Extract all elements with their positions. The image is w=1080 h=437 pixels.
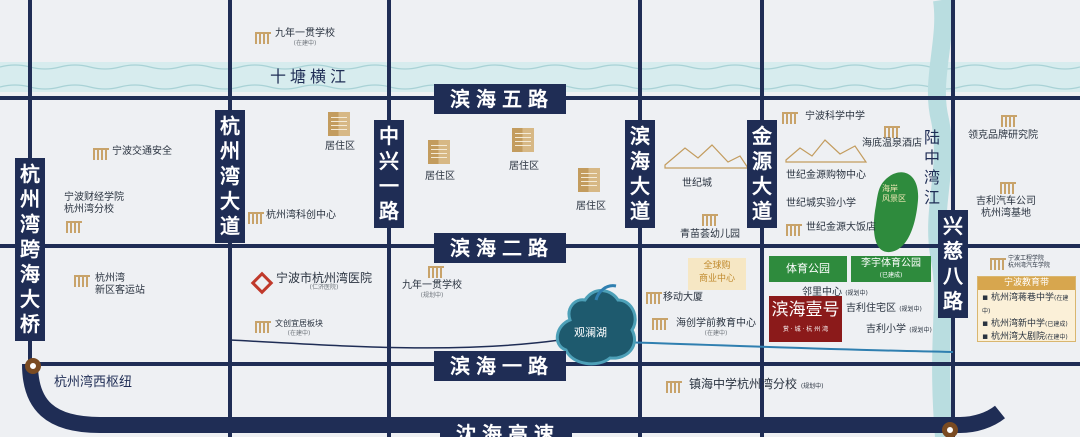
education-belt-title: 宁波教育带 — [978, 277, 1075, 290]
school-icon — [990, 258, 1006, 270]
school-icon — [255, 32, 271, 44]
poi-lake: 观澜湖 — [574, 326, 607, 339]
poi-hzw-innovation: 杭州湾科创中心 — [266, 210, 336, 221]
poi-haidi-hotel: 海底温泉酒店 — [862, 138, 922, 149]
education-belt-item: ▪ 杭州湾大剧院(在建中) — [982, 332, 1068, 342]
school-icon — [782, 112, 798, 124]
junction-node-west — [25, 358, 41, 374]
poi-lynk: 领克品牌研究院 — [968, 130, 1038, 141]
poi-hospital: 宁波市杭州湾医院(仁济医院) — [276, 271, 373, 291]
residential-building-icon — [328, 112, 350, 136]
poi-qingmiao: 青苗荟幼儿园 — [680, 229, 740, 240]
car-icon — [1000, 182, 1016, 194]
building-icon — [74, 275, 90, 287]
road-binhai-2: 滨海二路 — [434, 233, 566, 263]
river-label: 十塘横江 — [270, 67, 351, 86]
lixue-park-block: 李宇体育公园 (已建成) — [851, 256, 931, 282]
poi-neighborhood: 邻里中心 (规划中) — [802, 287, 868, 298]
poi-jinyuan-mall: 世纪金源购物中心 — [786, 170, 866, 181]
poi-jiunian-mid: 九年一贯学校(规划中) — [402, 280, 462, 299]
building-icon — [1001, 115, 1017, 127]
school-icon — [428, 266, 444, 278]
poi-juzhuqu-3: 居住区 — [509, 161, 539, 172]
lixue-park-label: 李宇体育公园 — [861, 258, 921, 269]
junction-label: 杭州湾西枢纽 — [54, 375, 133, 390]
project-logo: 滨海壹号 — [771, 300, 840, 320]
residential-building-icon — [578, 168, 600, 192]
junction-node-east — [942, 422, 958, 437]
commerce-block: 全球购 商业中心 — [688, 258, 746, 290]
project-tagline: 赏 · 城 · 杭 州 湾 — [782, 326, 829, 333]
road-shenhai-expressway: 沈海高速 — [440, 419, 572, 437]
education-belt-item: ▪ 杭州湾新中学(已建成) — [982, 319, 1068, 329]
poi-jili-school: 吉利小学 (规划中) — [866, 324, 932, 335]
poi-juzhuqu-1: 居住区 — [325, 141, 355, 152]
building-icon — [248, 212, 264, 224]
education-belt-item: ▪ 杭州湾蒋巷中学(在建中) — [982, 293, 1069, 315]
poi-jiunian-top: 九年一贯学校(在建中) — [275, 28, 335, 47]
commerce-label-2: 商业中心 — [698, 274, 735, 284]
sports-park-block: 体育公园 — [769, 256, 847, 282]
poi-haian-scenic: 海岸 风景区 — [882, 184, 906, 203]
commerce-label-1: 全球购 — [703, 261, 731, 271]
school-icon — [93, 148, 109, 160]
poi-shijicheng: 世纪城 — [682, 178, 712, 189]
building-icon — [646, 292, 662, 304]
poi-zhenhai: 镇海中学杭州湾分校 (规划中) — [689, 377, 824, 391]
building-icon — [786, 224, 802, 236]
poi-haichuang: 海创学前教育中心(在建中) — [676, 318, 756, 337]
poi-jili-residential: 吉利住宅区 (规划中) — [846, 303, 922, 314]
poi-ningbo-eng: 宁波工程学院 杭州湾汽车学院 — [1008, 255, 1051, 269]
road-binhai-dadao: 滨海大道 — [625, 120, 655, 228]
road-xingci-8: 兴慈八路 — [938, 210, 968, 318]
project-logo-block[interactable]: 滨海壹号 赏 · 城 · 杭 州 湾 — [769, 296, 842, 342]
school-icon — [702, 214, 718, 226]
poi-ningbo-science: 宁波科学中学 — [805, 111, 865, 122]
education-belt-box: 宁波教育带 ▪ 杭州湾蒋巷中学(在建中) ▪ 杭州湾新中学(已建成) ▪ 杭州湾… — [977, 276, 1076, 342]
school-icon — [66, 221, 82, 233]
road-kuahai-bridge: 杭州湾跨海大桥 — [15, 158, 45, 341]
poi-jinyuan-hotel: 世纪金源大饭店 — [806, 222, 876, 233]
school-icon — [652, 318, 668, 330]
poi-geely-base: 吉利汽车公司 杭州湾基地 — [976, 196, 1036, 219]
road-zhongxing-1: 中兴一路 — [374, 120, 404, 228]
poi-wenchuang: 文创宜居板块(在建中) — [275, 319, 323, 337]
poi-ningbo-finance: 宁波财经学院 杭州湾分校 — [64, 192, 124, 215]
school-icon — [666, 381, 682, 393]
building-icon — [884, 126, 900, 138]
road-binhai-5: 滨海五路 — [434, 84, 566, 114]
road-binhai-1: 滨海一路 — [434, 351, 566, 381]
poi-juzhuqu-4: 居住区 — [576, 201, 606, 212]
poi-mobile-tower: 移动大厦 — [663, 292, 703, 303]
waterway-luzhong: 陆中湾江 — [924, 128, 941, 207]
poi-experimental-school: 世纪城实验小学 — [786, 198, 856, 209]
lixue-park-sub: (已建成) — [879, 272, 903, 279]
poi-juzhuqu-2: 居住区 — [425, 171, 455, 182]
poi-ningbo-traffic: 宁波交通安全 — [112, 146, 172, 157]
residential-building-icon — [512, 128, 534, 152]
building-icon — [255, 321, 271, 333]
poi-xinqu-station: 杭州湾 新区客运站 — [95, 273, 145, 296]
road-jinyuan-dadao: 金源大道 — [747, 120, 777, 228]
residential-building-icon — [428, 140, 450, 164]
road-hangzhouwan-dadao: 杭州湾大道 — [215, 110, 245, 243]
